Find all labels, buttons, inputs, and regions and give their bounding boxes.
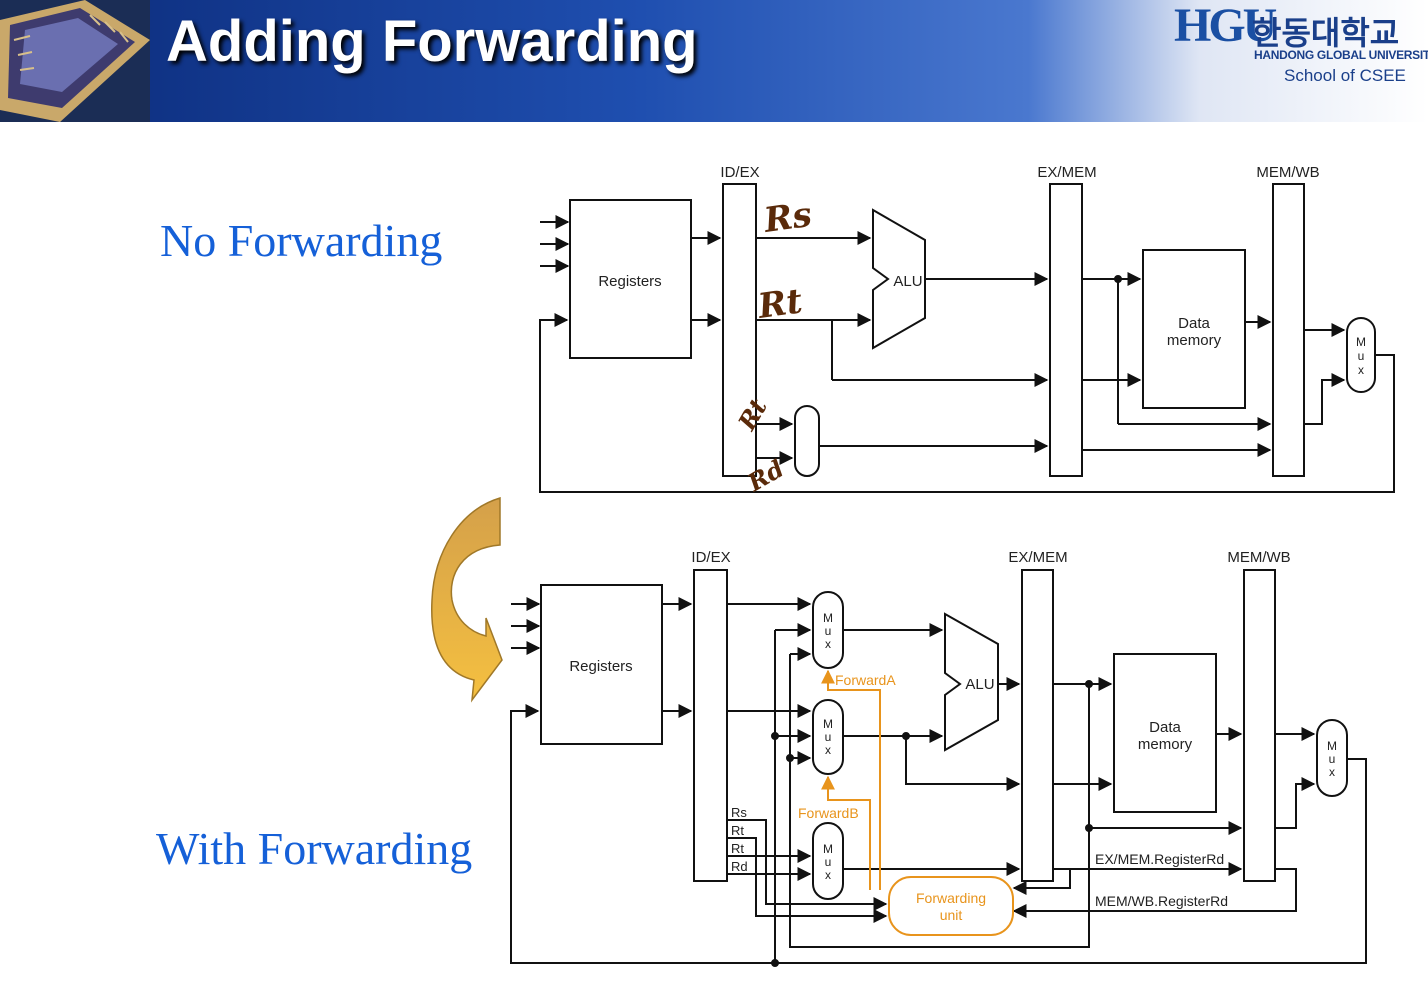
bottom-data-memory [1113,653,1217,813]
top-mux-letter-u: u [1358,349,1365,363]
heading-with-forwarding: With Forwarding [156,823,473,874]
bottom-data-memory-label-2: memory [1138,736,1193,753]
university-logo: HGU 한동대학교 HANDONG GLOBAL UNIVERSITY Scho… [1172,0,1428,110]
top-mux-letter-x: x [1358,363,1364,377]
bottom-alu-label: ALU [965,676,994,693]
top-data-memory-label-1: Data [1178,315,1210,332]
top-registers-box [569,199,692,359]
logo-korean-name: 한동대학교 [1252,14,1400,52]
bottom-mem-wb-label: MEM/WB [1227,549,1290,566]
writeback-mux-u: u [1329,752,1336,766]
bottom-ex-mem-label: EX/MEM [1008,549,1067,566]
handwriting-rs: Rs [761,195,815,241]
forward-a-label: ForwardA [835,672,896,688]
bottom-pipeline [510,569,1367,967]
top-mem-wb-register [1272,183,1305,477]
field-rs-label: Rs [731,805,747,820]
top-data-memory [1142,249,1246,409]
forward-b-label: ForwardB [798,805,859,821]
bottom-registers-box [540,584,663,745]
top-alu [872,208,926,350]
top-ex-mem-register [1049,183,1083,477]
top-labels: ID/EX EX/MEM MEM/WB Registers ALU Data m… [598,164,1366,377]
handwriting-rt: Rt [755,281,805,327]
forward-b-mux-x: x [825,743,831,757]
field-rd-label: Rd [731,859,748,874]
forward-a-mux-u: u [825,624,832,638]
regdst-mux-u: u [825,855,832,869]
forward-a-mux-x: x [825,637,831,651]
mem-wb-registerrd-label: MEM/WB.RegisterRd [1095,893,1228,909]
field-rt-label: Rt [731,823,744,838]
bottom-mem-wb-register [1243,569,1276,882]
heading-no-forwarding: No Forwarding [160,215,443,266]
regdst-mux-x: x [825,868,831,882]
bottom-data-memory-label-1: Data [1149,719,1181,736]
top-mux-letter-m: M [1356,335,1366,349]
bottom-alu [944,612,999,752]
top-id-ex-register [722,183,757,477]
title-banner: Adding Forwarding HGU 한동대학교 HANDONG GLOB… [0,0,1428,122]
logo-mark: HGU [1174,0,1277,52]
bottom-labels: ID/EX EX/MEM MEM/WB Registers ALU Data m… [569,549,1337,923]
writeback-mux-m: M [1327,739,1337,753]
bottom-ex-mem-register [1021,569,1054,882]
logo-english-name: HANDONG GLOBAL UNIVERSITY [1254,48,1428,62]
transition-curved-arrow [431,496,503,703]
top-mem-wb-label: MEM/WB [1256,164,1319,181]
logo-school-name: School of CSEE [1284,66,1406,85]
bottom-regdst-mux [812,822,844,900]
forwarding-unit [888,876,1014,936]
field-rt-label-2: Rt [731,841,744,856]
forwarding-control [821,669,1014,936]
top-pipeline [539,183,1395,493]
forward-a-mux-m: M [823,611,833,625]
regdst-mux-m: M [823,842,833,856]
bottom-id-ex-label: ID/EX [691,549,730,566]
slide-title: Adding Forwarding [166,9,698,74]
forwarding-unit-label-1: Forwarding [916,890,986,906]
writeback-mux-x: x [1329,765,1335,779]
top-registers-label: Registers [598,273,661,290]
top-regdst-mux [794,405,820,477]
top-id-ex-label: ID/EX [720,164,759,181]
forward-b-mux-m: M [823,717,833,731]
forward-b-mux-u: u [825,730,832,744]
forwarding-unit-label-2: unit [940,907,963,923]
bottom-registers-label: Registers [569,658,632,675]
top-alu-label: ALU [893,273,922,290]
top-data-memory-label-2: memory [1167,332,1222,349]
top-ex-mem-label: EX/MEM [1037,164,1096,181]
cpu-chip-icon [0,0,150,122]
ex-mem-registerrd-label: EX/MEM.RegisterRd [1095,851,1224,867]
bottom-id-ex-register [693,569,728,882]
